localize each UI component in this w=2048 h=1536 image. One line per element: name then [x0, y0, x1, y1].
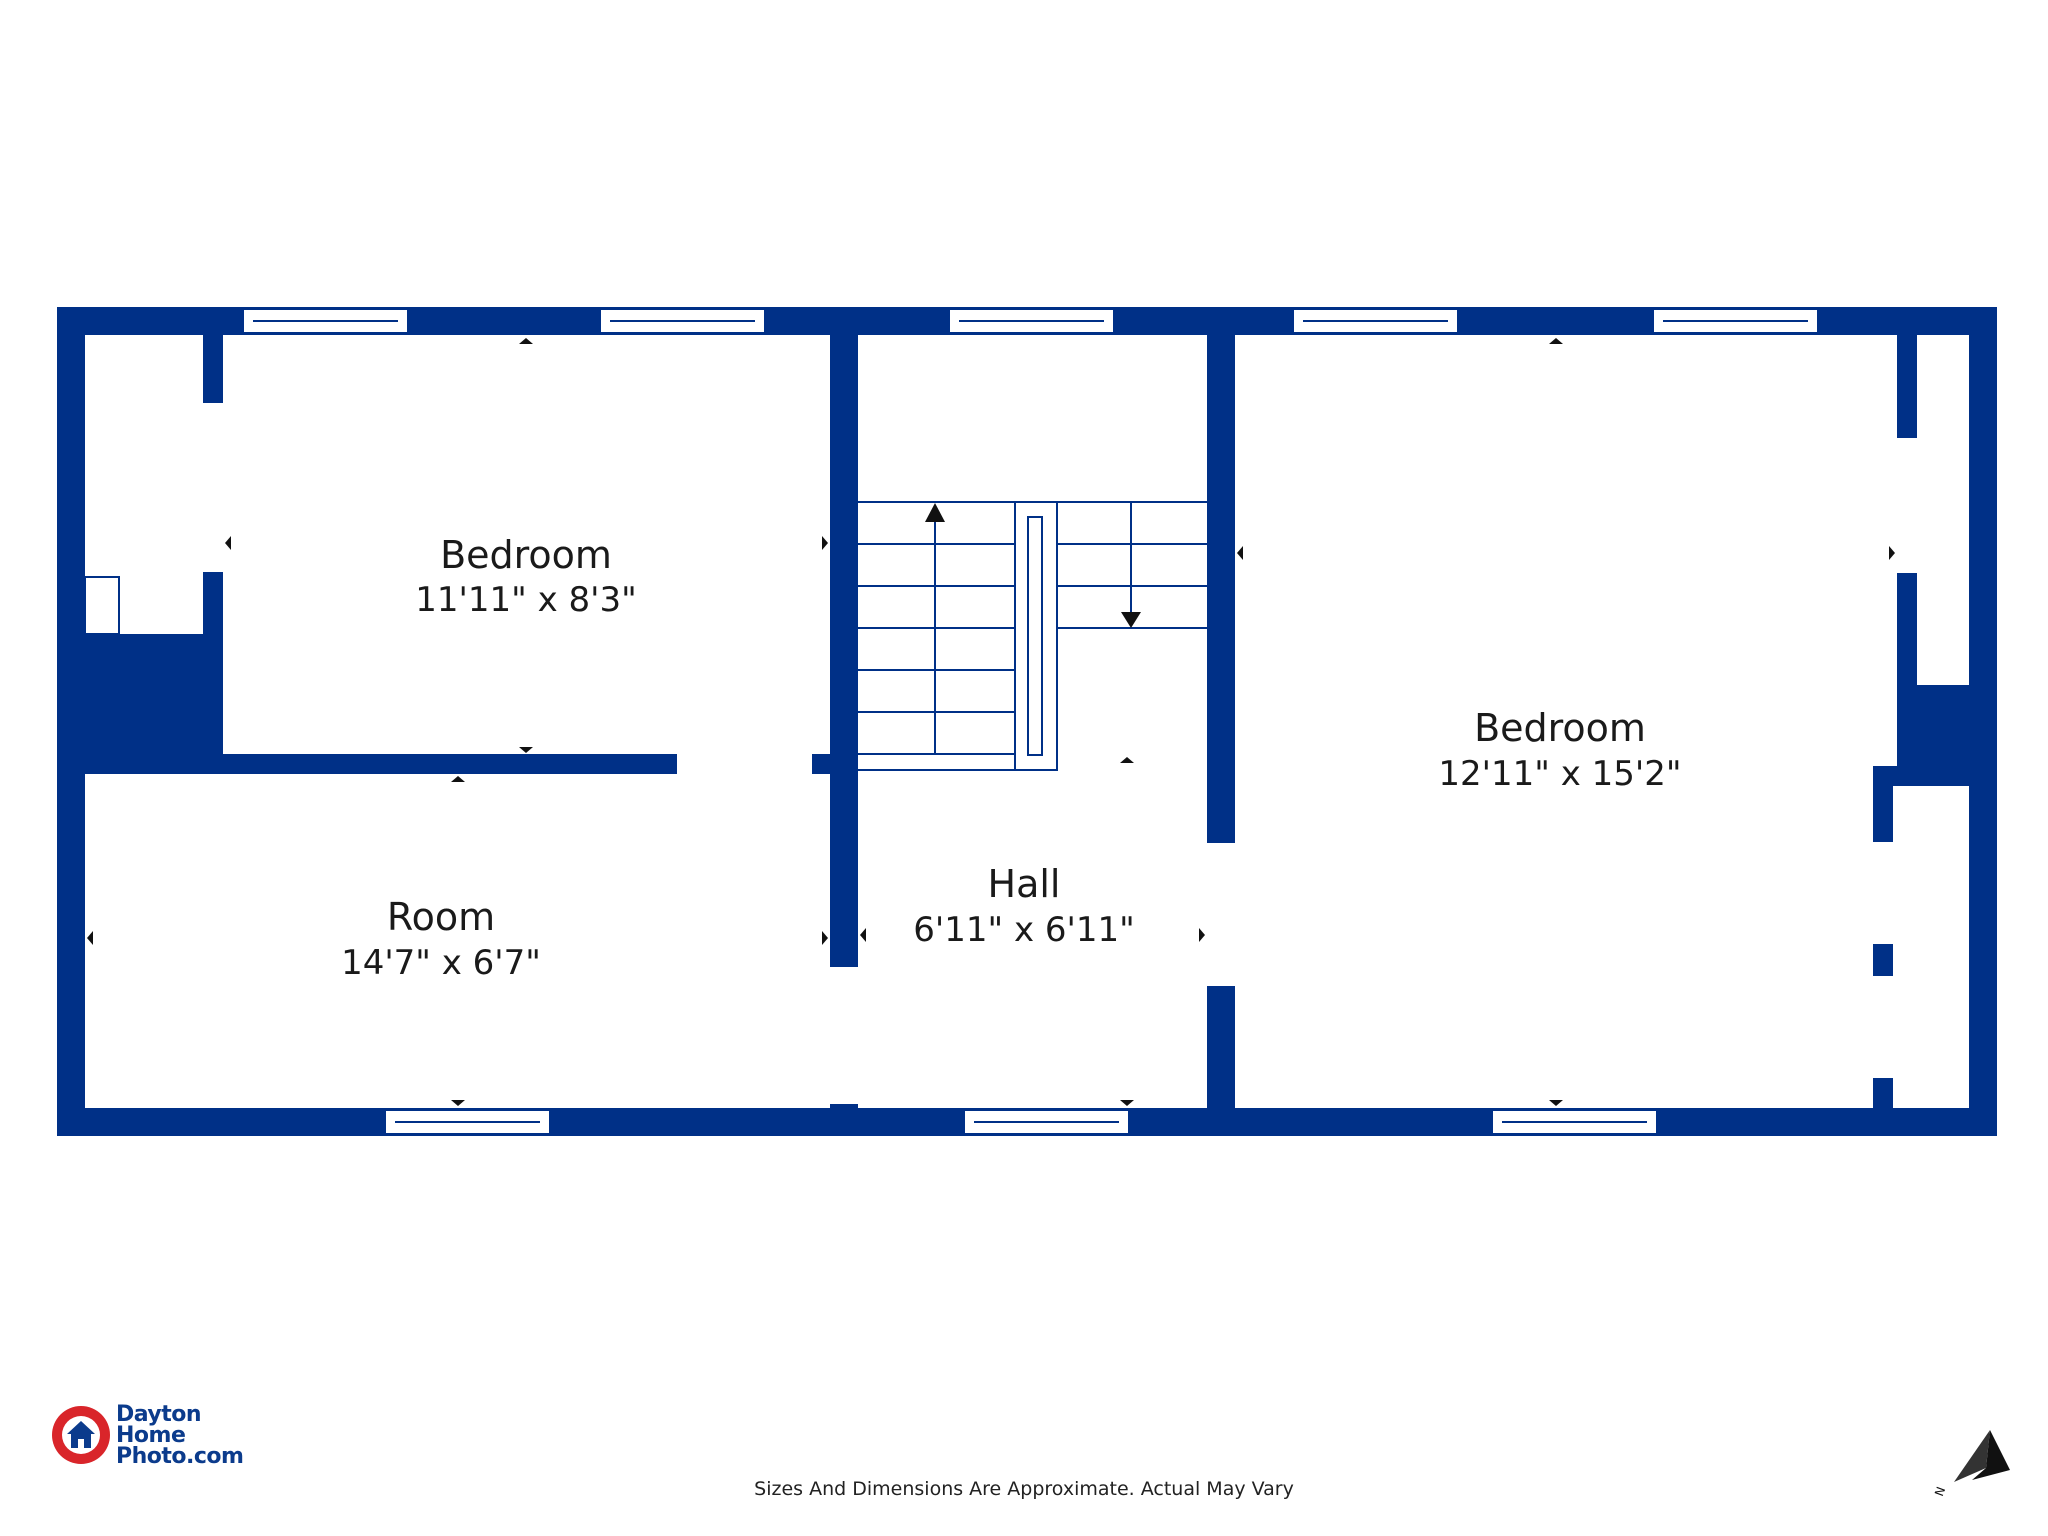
- closet-box: [84, 576, 120, 635]
- stairs: [858, 501, 1207, 771]
- dayton-home-photo-logo: Dayton Home Photo.com: [50, 1404, 260, 1468]
- stair-arrows: [925, 503, 1141, 628]
- disclaimer-text: Sizes And Dimensions Are Approximate. Ac…: [754, 1478, 1294, 1500]
- door-markers: [87, 338, 1895, 1106]
- room-name: Bedroom: [440, 533, 612, 577]
- room-name: Hall: [988, 862, 1061, 906]
- compass-arrow-icon: N: [1932, 1430, 2010, 1498]
- room-bedroom-1: Bedroom 11'11" x 8'3": [415, 533, 637, 620]
- logo-line-2: Home: [116, 1423, 186, 1448]
- logo-line-3: Photo.com: [116, 1444, 244, 1469]
- camera-house-icon: [52, 1406, 110, 1464]
- room-room: Room 14'7" x 6'7": [341, 895, 541, 983]
- window-lines: [253, 320, 1808, 1123]
- room-bedroom-2: Bedroom 12'11" x 15'2": [1438, 706, 1681, 794]
- room-name: Bedroom: [1474, 706, 1646, 750]
- room-dimensions: 14'7" x 6'7": [341, 943, 541, 983]
- room-hall: Hall 6'11" x 6'11": [913, 862, 1135, 950]
- compass-label: N: [1932, 1485, 1948, 1498]
- room-dimensions: 11'11" x 8'3": [415, 580, 637, 620]
- room-name: Room: [387, 895, 495, 939]
- room-dimensions: 6'11" x 6'11": [913, 910, 1135, 950]
- logo-line-1: Dayton: [116, 1402, 202, 1427]
- room-dimensions: 12'11" x 15'2": [1438, 754, 1681, 794]
